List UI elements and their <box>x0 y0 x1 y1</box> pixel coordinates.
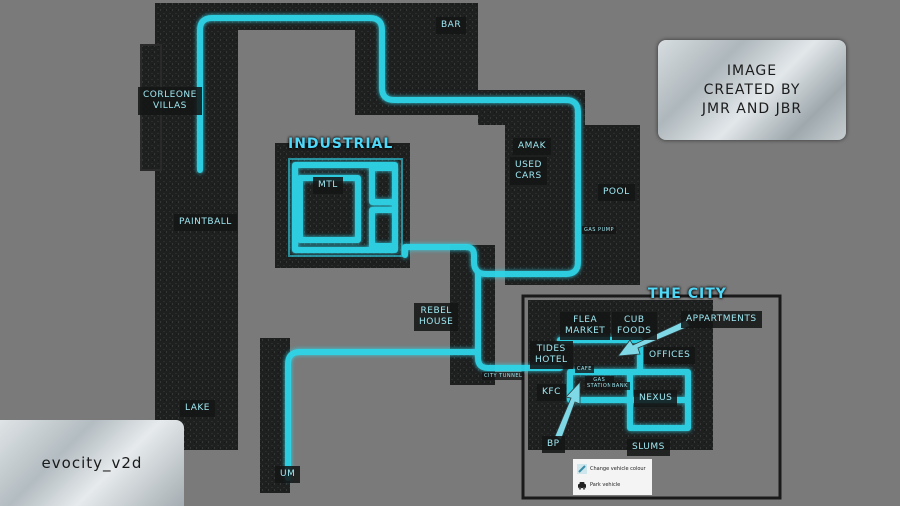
label-bank: BANK <box>610 382 630 390</box>
label-paintball: PAINTBALL <box>174 214 237 231</box>
terrain-east-road <box>478 90 585 125</box>
paint-brush-icon <box>577 464 587 474</box>
legend-park-vehicle-label: Park vehicle <box>590 482 621 488</box>
district-the-city: THE CITY <box>648 286 727 302</box>
legend-row-park-vehicle: Park vehicle <box>577 480 620 490</box>
road-city-tunnel <box>285 349 481 481</box>
label-bp: BP <box>542 436 565 453</box>
road-industrial-outline <box>288 158 403 257</box>
label-um: UM <box>275 466 301 483</box>
label-offices: OFFICES <box>644 347 696 364</box>
road-industrial-inner-right <box>369 165 398 249</box>
label-gas-station: GAS STATION <box>585 376 614 390</box>
car-icon <box>578 482 586 490</box>
district-industrial: INDUSTRIAL <box>288 136 394 152</box>
road-main-loop <box>197 15 581 277</box>
label-pool: POOL <box>598 184 635 201</box>
label-amak: AMAK <box>513 138 551 155</box>
legend-change-colour-label: Change vehicle colour <box>590 466 646 472</box>
label-tides-hotel: TIDES HOTEL <box>530 341 573 369</box>
road-industrial-loop <box>292 162 398 253</box>
label-cafe: CAFE <box>575 365 594 373</box>
map-name-plate: evocity_v2d <box>0 420 184 506</box>
label-mtl: MTL <box>313 177 343 194</box>
bp-arrow <box>554 380 581 441</box>
label-appartments: APPARTMENTS <box>681 311 762 328</box>
label-bar: BAR <box>436 17 467 34</box>
label-used-cars: USED CARS <box>510 157 547 185</box>
credit-plate: IMAGE CREATED BY JMR AND JBR <box>658 40 846 140</box>
terrain-pool-block <box>590 125 640 285</box>
legend: Change vehicle colour Park vehicle <box>573 459 652 495</box>
label-lake: LAKE <box>180 400 215 417</box>
legend-row-change-colour: Change vehicle colour <box>577 464 646 474</box>
label-kfc: KFC <box>537 384 566 401</box>
label-cub-foods: CUB FOODS <box>612 312 657 340</box>
label-nexus: NEXUS <box>634 390 678 407</box>
label-city-tunnel: CITY TUNNEL <box>482 372 525 380</box>
road-south-connector <box>475 271 563 371</box>
the-city-border <box>521 294 782 500</box>
label-rebel-house: REBEL HOUSE <box>414 303 459 331</box>
label-slums: SLUMS <box>627 439 670 456</box>
label-gas-pump: GAS PUMP <box>582 226 617 234</box>
label-flea-market: FLEA MARKET <box>560 312 611 340</box>
label-corleone-villas: CORLEONE VILLAS <box>138 87 202 115</box>
